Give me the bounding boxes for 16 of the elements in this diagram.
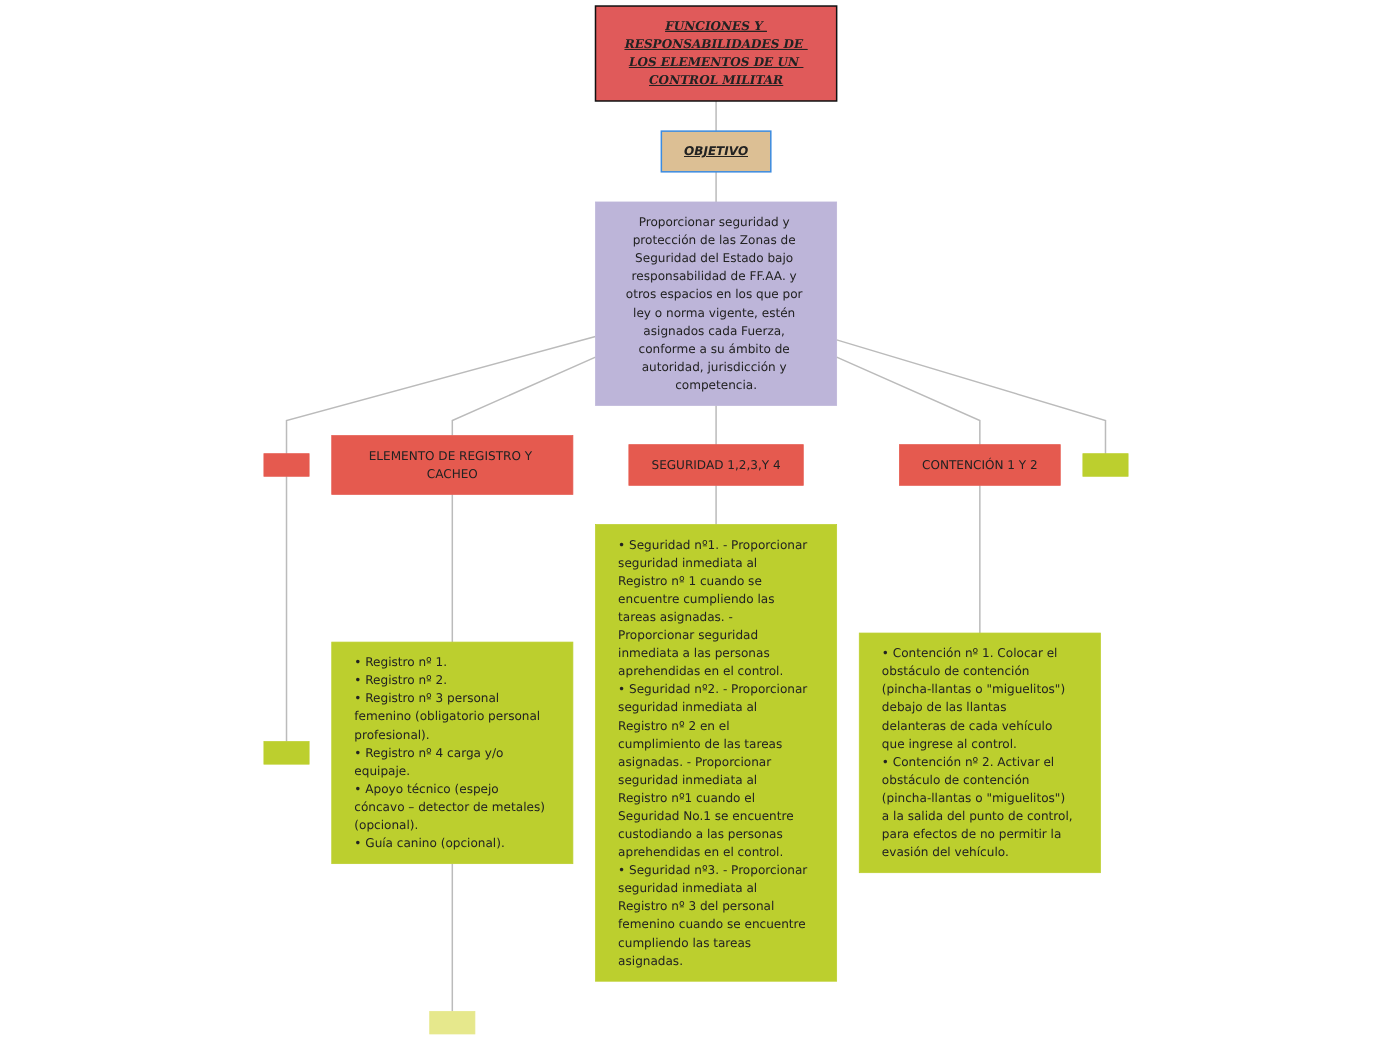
connector bbox=[451, 493, 454, 643]
connector bbox=[715, 484, 717, 526]
connector bbox=[451, 862, 454, 1013]
connector bbox=[835, 339, 1107, 455]
node-box bbox=[263, 741, 310, 765]
node-box bbox=[429, 1011, 476, 1035]
connector bbox=[285, 335, 597, 455]
connector bbox=[715, 404, 717, 446]
node-box bbox=[263, 453, 310, 477]
connector bbox=[835, 356, 981, 446]
connector bbox=[715, 171, 717, 203]
connector bbox=[715, 100, 717, 132]
connector bbox=[451, 356, 597, 437]
node-box bbox=[1082, 453, 1129, 477]
connector bbox=[285, 475, 288, 743]
connector bbox=[979, 484, 981, 634]
